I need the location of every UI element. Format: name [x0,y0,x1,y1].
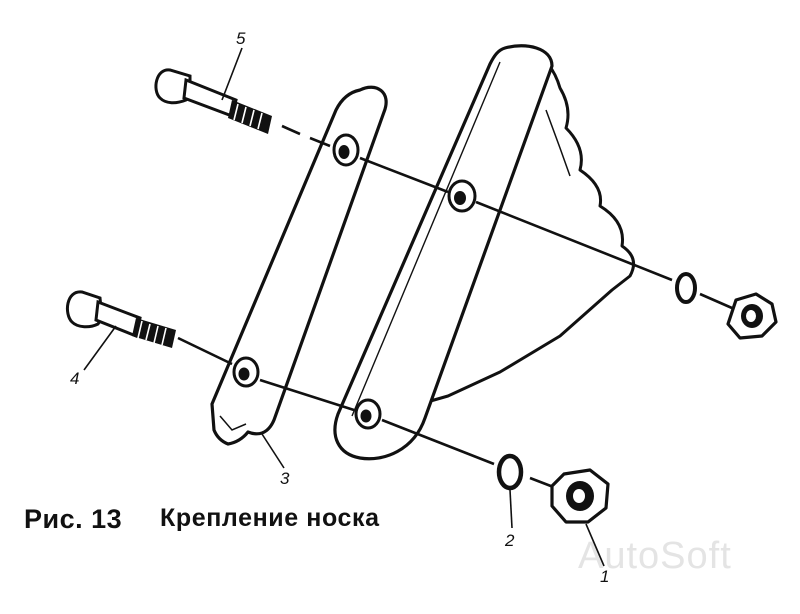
callout-2: 2 [504,531,515,550]
upper-hex-nut-icon [726,292,778,340]
long-strip [333,44,554,461]
callout-1: 1 [600,567,609,586]
long-strip-lower-hole [354,398,382,430]
hex-nut-icon [550,468,610,524]
short-strip-upper-hole [332,133,360,167]
callout-4: 4 [70,369,79,388]
figure-number: Рис. 13 [24,504,122,534]
leader-5 [221,47,243,101]
toe-bracket-plate [419,63,636,406]
watermark: AutoSoft [578,535,732,577]
lower-bolt-axis [177,336,557,490]
short-strip-lower-hole [232,356,260,388]
leader-4 [83,325,117,371]
leader-lines [83,47,605,567]
leader-3 [261,433,285,469]
lower-bolt-icon [65,290,176,348]
upper-bolt-axis [281,124,733,310]
leader-2 [509,489,513,529]
short-strip [210,85,388,446]
leader-1 [585,523,605,567]
figure-title: Крепление носка [160,504,380,532]
long-strip-upper-hole [447,179,477,213]
spring-washer-icon [496,453,524,491]
callout-5: 5 [236,29,246,48]
upper-bolt-icon [154,68,272,134]
upper-spring-washer-icon [675,272,697,304]
callout-3: 3 [280,469,290,488]
